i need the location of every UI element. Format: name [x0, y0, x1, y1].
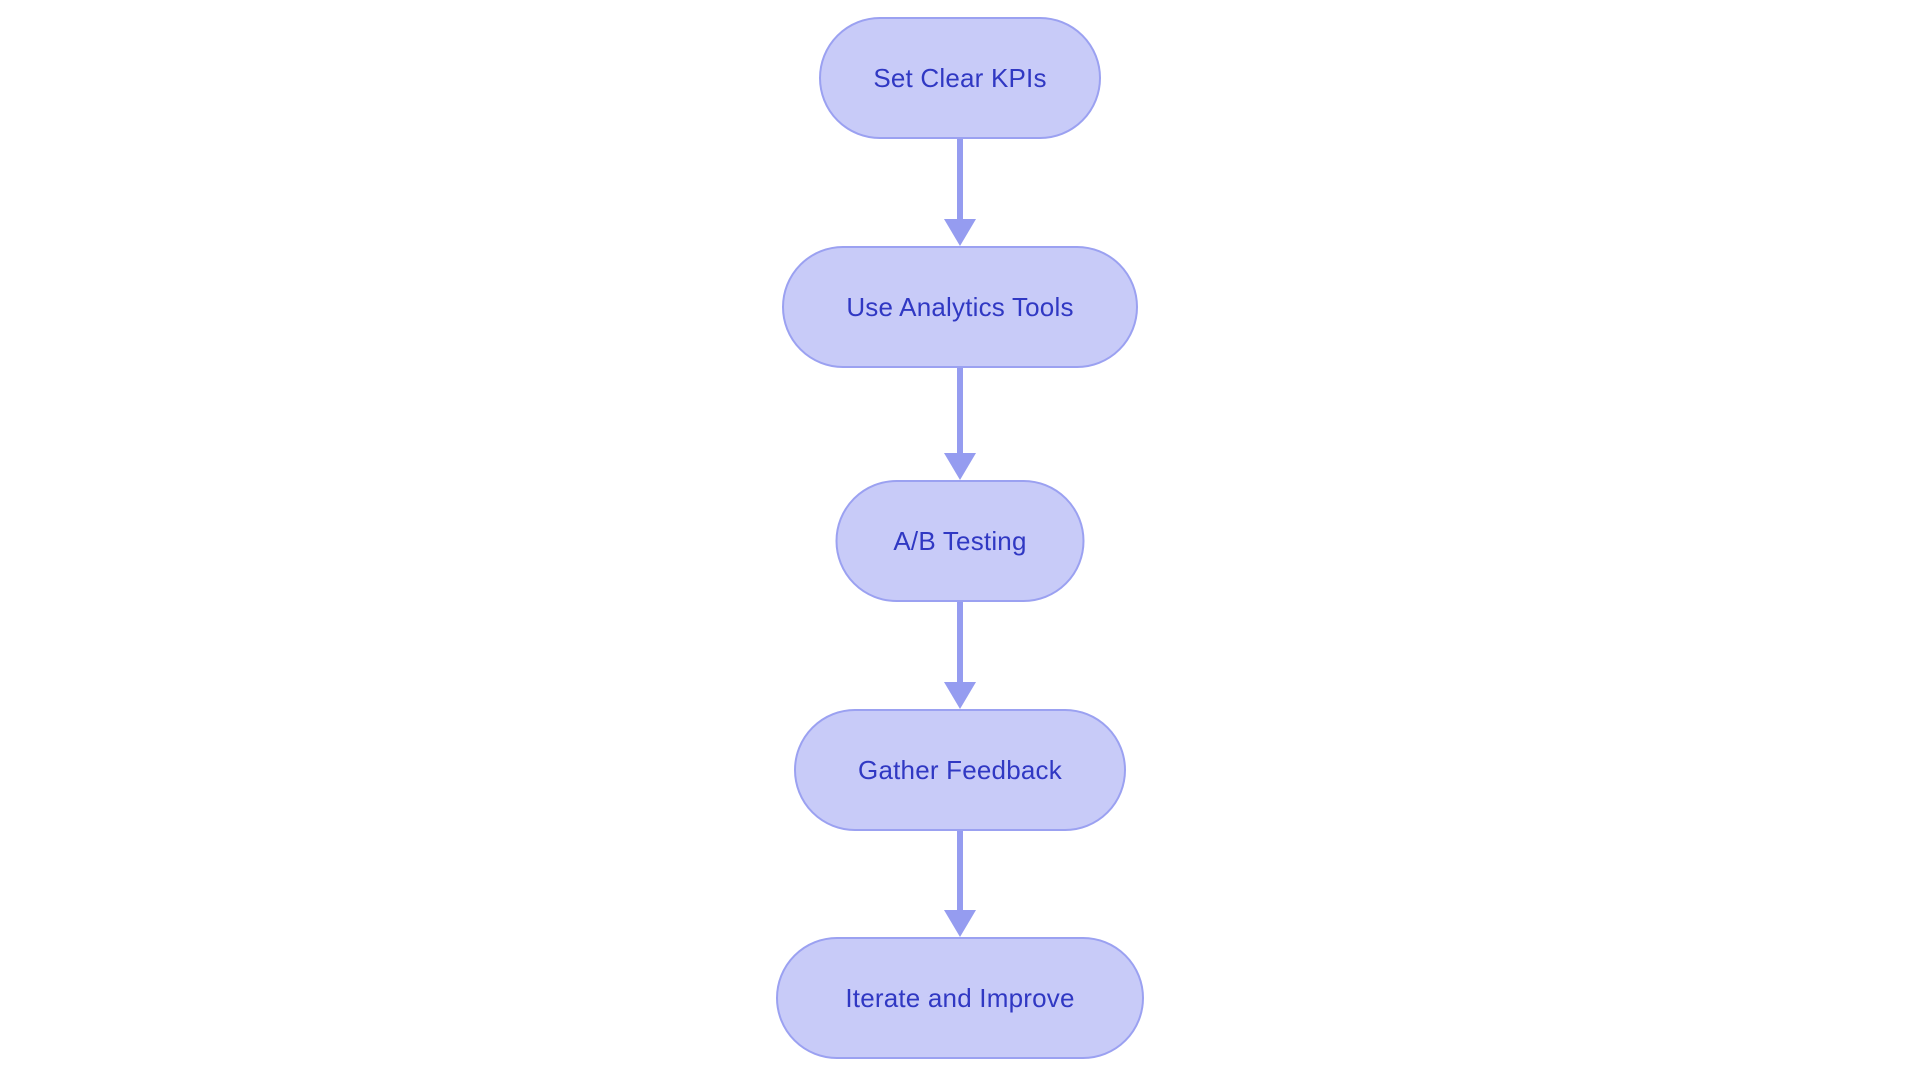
flow-arrow-4: [944, 831, 976, 937]
arrow-head-icon: [944, 682, 976, 709]
flow-node-ab-testing: A/B Testing: [835, 480, 1085, 602]
arrow-head-icon: [944, 453, 976, 480]
arrow-shaft: [957, 831, 963, 910]
arrow-shaft: [957, 368, 963, 453]
flow-node-gather-feedback: Gather Feedback: [794, 709, 1126, 831]
flow-node-label: Gather Feedback: [858, 754, 1062, 785]
flow-node-label: Iterate and Improve: [845, 982, 1075, 1013]
flow-arrow-3: [944, 602, 976, 709]
flow-node-label: Set Clear KPIs: [873, 62, 1047, 93]
flow-node-label: Use Analytics Tools: [846, 291, 1074, 322]
flow-node-iterate-and-improve: Iterate and Improve: [776, 937, 1144, 1059]
flow-node-set-clear-kpis: Set Clear KPIs: [819, 17, 1101, 139]
arrow-shaft: [957, 602, 963, 682]
arrow-head-icon: [944, 910, 976, 937]
flow-arrow-1: [944, 139, 976, 246]
flow-node-use-analytics-tools: Use Analytics Tools: [782, 246, 1138, 368]
flow-node-label: A/B Testing: [893, 525, 1027, 556]
flow-arrow-2: [944, 368, 976, 480]
arrow-shaft: [957, 139, 963, 219]
arrow-head-icon: [944, 219, 976, 246]
